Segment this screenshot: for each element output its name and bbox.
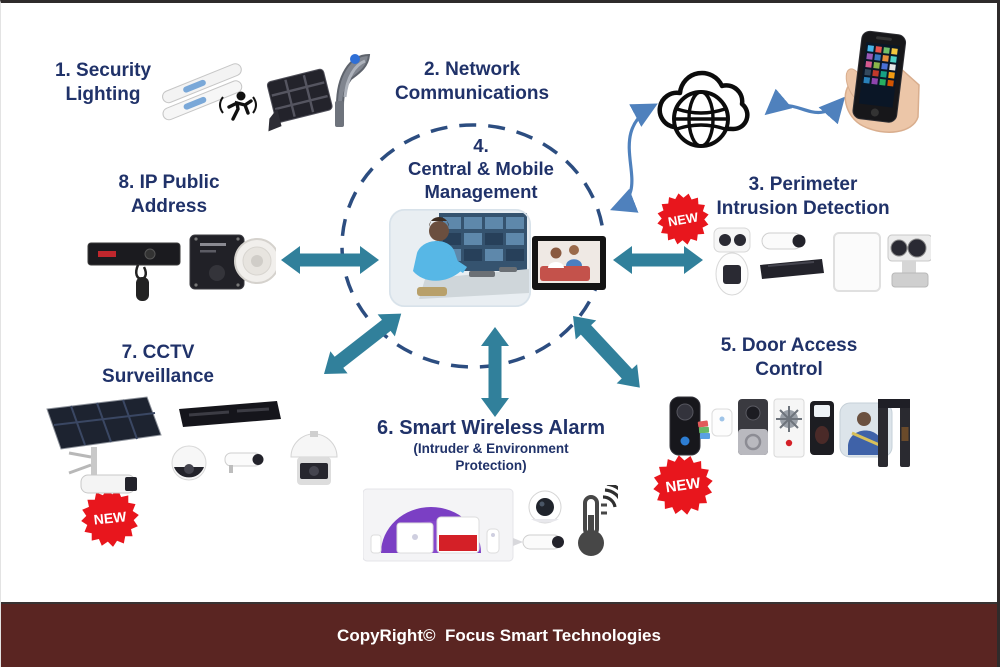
- arrow-diagonal-door-access: [573, 316, 640, 388]
- detector-panel-icon: [833, 232, 881, 292]
- section-1-title: 1. Security Lighting: [29, 59, 177, 107]
- perimeter-intrusion-products: [713, 227, 931, 296]
- flood-light-icon: [266, 68, 333, 132]
- keypad-reader-icon: [773, 398, 805, 458]
- security-lighting-products: [162, 53, 371, 132]
- speed-dome-ptz-icon: [290, 431, 338, 485]
- copyright-text: CopyRight© Focus Smart Technologies: [337, 625, 661, 645]
- section-7-line1: 7. CCTV: [121, 342, 195, 363]
- section-6-title: 6. Smart Wireless Alarm (Intruder & Envi…: [356, 416, 626, 474]
- section-8-line1: 8. IP Public: [118, 172, 220, 193]
- turret-camera-icon: [528, 490, 562, 524]
- access-cards-icon: [697, 420, 710, 439]
- section-5-line2: Control: [755, 359, 823, 380]
- new-badge-label: NEW: [92, 508, 128, 528]
- section-6-sub1: (Intruder & Environment: [413, 441, 569, 456]
- doorbell-camera-icon: [738, 399, 768, 455]
- tv-display-photo: [532, 236, 606, 290]
- wireless-chime-icon: [711, 408, 733, 437]
- solar-powered-camera-icon: [46, 396, 162, 494]
- section-3-line1: 3. Perimeter: [748, 174, 858, 195]
- door-access-products: [669, 396, 910, 467]
- pa-rack-microphone-icon: [87, 242, 181, 301]
- section-6-sub2: Protection): [455, 458, 527, 473]
- smart-wireless-alarm-products: [363, 485, 618, 562]
- cctv-surveillance-products: [46, 396, 338, 494]
- section-4-title: 4. Central & Mobile Management: [383, 134, 579, 203]
- arrow-diagonal-cctv: [324, 313, 402, 374]
- section-2-line2: Communications: [394, 83, 550, 104]
- section-8-line2: Address: [130, 196, 208, 217]
- fingerprint-reader-icon: [810, 401, 834, 455]
- ptz-positioning-camera-icon: [887, 234, 931, 288]
- section-2-title: 2. Network Communications: [353, 58, 591, 106]
- section-3-title: 3. Perimeter Intrusion Detection: [683, 173, 923, 221]
- section-1-line1: 1. Security: [54, 60, 152, 81]
- mini-bullet-camera-icon: [224, 452, 264, 473]
- section-8-title: 8. IP Public Address: [89, 171, 249, 219]
- arrow-down-alarm: [481, 327, 509, 417]
- wireless-alarm-kit-photo: [363, 488, 514, 562]
- led-tube-lights-icon: [162, 63, 243, 121]
- section-7-line2: Surveillance: [102, 366, 214, 387]
- video-doorbell-icon: [669, 396, 701, 456]
- section-6-main: 6. Smart Wireless Alarm: [376, 417, 606, 439]
- dual-lens-ptz-camera-icon: [713, 227, 751, 296]
- radar-bullet-camera-icon: [760, 232, 824, 279]
- section-3-line2: Intrusion Detection: [716, 198, 890, 219]
- control-room-photo: [389, 209, 531, 307]
- ceiling-speaker-icon: [234, 238, 276, 284]
- ip-public-address-products: [87, 234, 276, 301]
- cloud-globe-icon: [657, 70, 750, 148]
- running-person-icon: [219, 91, 257, 121]
- footer-bar: CopyRight© Focus Smart Technologies: [1, 602, 997, 667]
- section-4-number: 4.: [473, 135, 489, 156]
- walkthrough-metal-detector-icon: [878, 399, 910, 467]
- bullet-camera-icon: [513, 534, 564, 550]
- arrow-right-perimeter: [613, 246, 703, 274]
- section-4-line1: Central & Mobile: [408, 158, 554, 179]
- dome-camera-icon: [171, 445, 207, 481]
- smartphone-in-hand-icon: [844, 30, 920, 133]
- wireless-thermometer-icon: [578, 485, 618, 556]
- section-1-line2: Lighting: [65, 84, 141, 105]
- section-2-line1: 2. Network: [423, 59, 521, 80]
- section-5-title: 5. Door Access Control: [699, 334, 879, 382]
- app-grid: [863, 45, 898, 87]
- new-badge-label: NEW: [666, 208, 700, 230]
- section-5-line1: 5. Door Access: [720, 335, 858, 356]
- arrow-left-ip-pa: [281, 246, 379, 274]
- section-4-line2: Management: [424, 181, 538, 202]
- nvr-recorder-icon: [179, 401, 281, 427]
- section-7-title: 7. CCTV Surveillance: [63, 341, 253, 389]
- street-lamp-icon: [335, 53, 371, 127]
